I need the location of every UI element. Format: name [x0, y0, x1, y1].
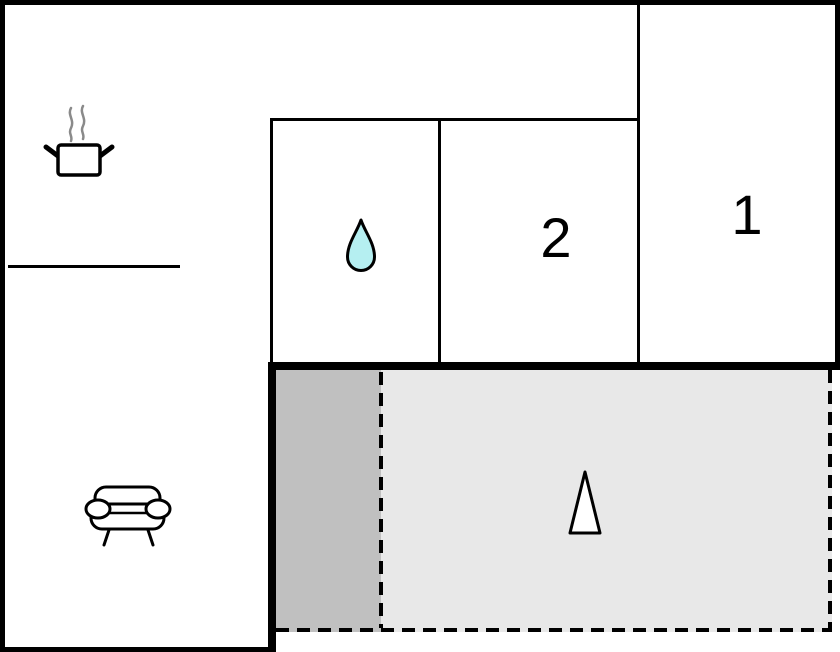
room-1-label: 1 — [731, 183, 763, 246]
room-2-label: 2 — [540, 206, 572, 269]
terrace-light-area — [381, 370, 832, 632]
kitchen-counter-line — [8, 265, 180, 268]
wall-living-right-thick — [268, 362, 276, 652]
wall-south-thick — [268, 362, 840, 370]
steam-line-icon — [68, 106, 74, 143]
cooking-pot-icon — [43, 104, 115, 177]
terrace-dark-area — [276, 370, 381, 632]
water-drop-icon — [346, 218, 376, 272]
wall-outer-bottom — [0, 647, 276, 652]
wall-outer-right — [835, 0, 840, 370]
sofa-icon — [84, 485, 172, 547]
wall-outer-left — [0, 0, 5, 652]
wall-outer-top — [0, 0, 840, 5]
wall-room1-left — [637, 2, 640, 365]
wall-hall-horizontal — [270, 118, 640, 121]
wall-bathroom-left — [270, 118, 273, 365]
wall-bathroom-room2-divider — [438, 118, 441, 365]
steam-line-icon — [80, 104, 86, 141]
